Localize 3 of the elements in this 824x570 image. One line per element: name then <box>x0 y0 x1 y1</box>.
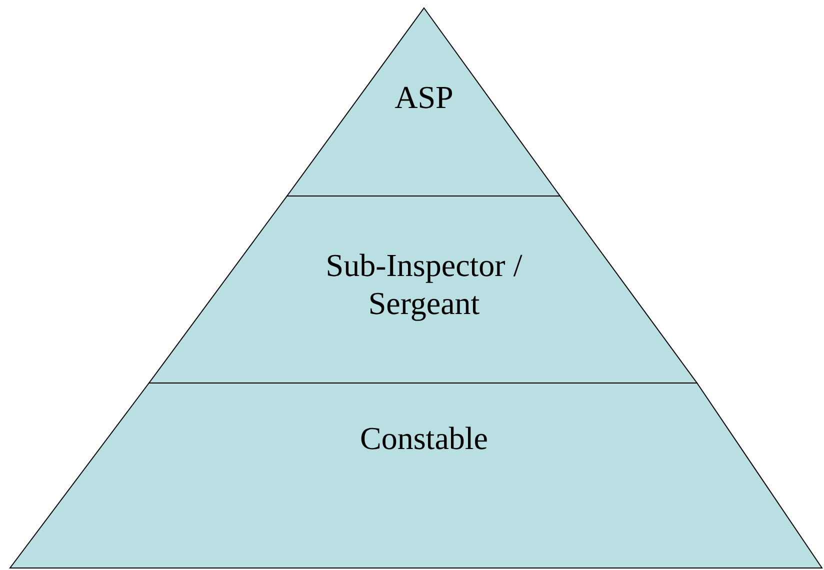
tier-label: Constable <box>359 419 489 457</box>
tier-label: Sub-Inspector / Sergeant <box>324 246 524 322</box>
tier-label: ASP <box>394 78 454 116</box>
